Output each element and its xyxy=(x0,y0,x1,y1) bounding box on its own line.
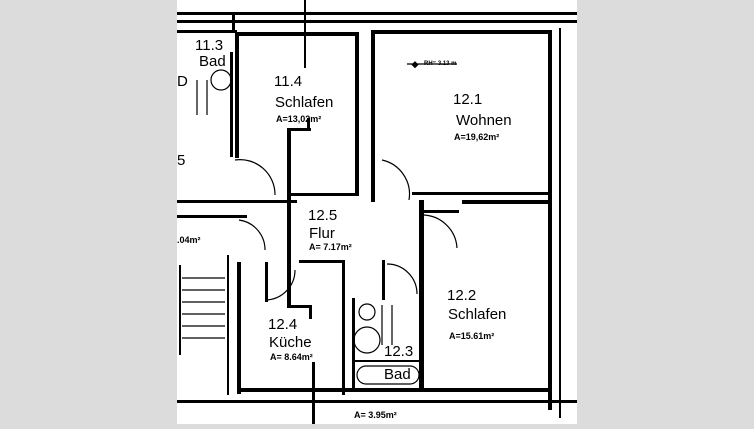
room-11-4-number: 11.4 xyxy=(274,73,302,90)
room-11-4-name: Schlafen xyxy=(275,94,333,111)
room-11-4-area: A=13,02m² xyxy=(276,114,321,124)
height-marker-icon xyxy=(411,61,419,69)
stairs-and-doors xyxy=(182,63,458,385)
room-12-1-number: 12.1 xyxy=(453,91,482,108)
walls xyxy=(177,0,577,424)
room-12-1-area: A=19,62m² xyxy=(454,132,499,142)
room-12-1-name: Wohnen xyxy=(456,112,512,129)
room-12-5-number: 12.5 xyxy=(308,207,337,224)
room-12-3-name: Bad xyxy=(384,366,411,383)
room-12-2-number: 12.2 xyxy=(447,287,476,304)
bottom-area: A= 3.95m² xyxy=(354,410,397,420)
room-12-4-area: A= 8.64m² xyxy=(270,352,313,362)
floor-plan: 11.3 Bad D 5 11.4 Schlafen A=13,02m² RH=… xyxy=(177,0,577,424)
room-11-3-number: 11.3 xyxy=(195,37,223,54)
room-height: RH= 3.13 m xyxy=(424,61,457,67)
left-partial-number: 5 xyxy=(177,152,185,169)
room-12-5-name: Flur xyxy=(309,225,335,242)
room-12-5-area: A= 7.17m² xyxy=(309,242,352,252)
left-partial-d: D xyxy=(177,73,188,90)
room-11-3-name: Bad xyxy=(199,53,226,70)
room-12-2-name: Schlafen xyxy=(448,306,506,323)
room-12-2-area: A=15.61m² xyxy=(449,331,494,341)
room-12-4-number: 12.4 xyxy=(268,316,297,333)
room-12-3-number: 12.3 xyxy=(384,343,413,360)
room-12-4-name: Küche xyxy=(269,334,312,351)
left-area-partial: .04m² xyxy=(177,235,201,245)
floor-plan-drawing: 11.3 Bad D 5 11.4 Schlafen A=13,02m² RH=… xyxy=(177,0,577,424)
